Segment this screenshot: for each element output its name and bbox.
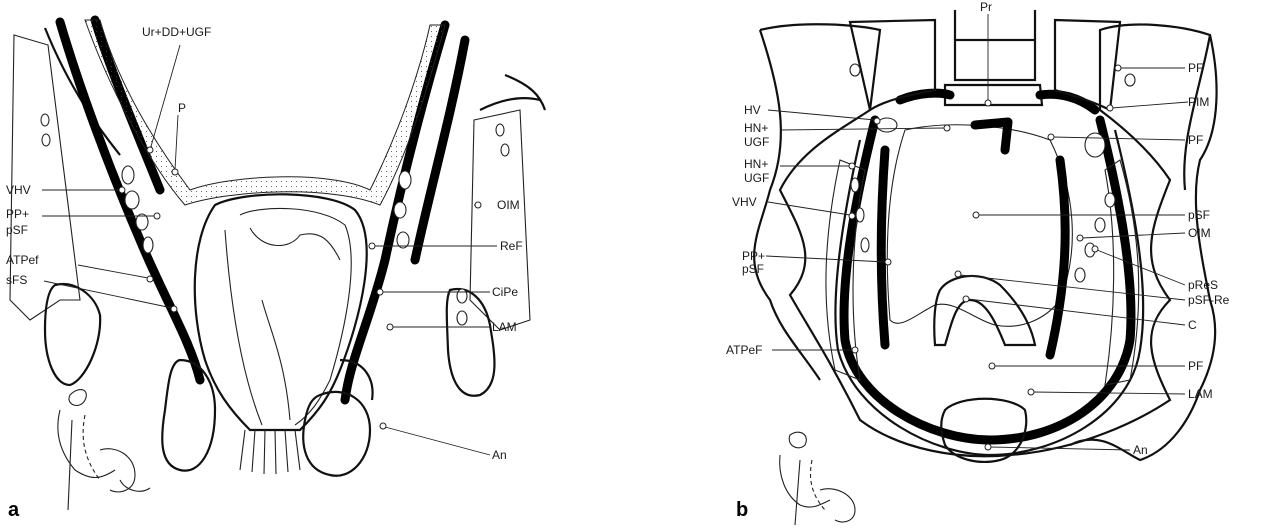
anal-canal-b [941, 399, 1026, 462]
panel-a: Ur+DD+UGF P VHV PP+ pSF ATPef sFS OIM Re… [6, 20, 545, 521]
label-pr-b: Pr [980, 0, 992, 14]
label-vhv-a: VHV [6, 183, 31, 197]
label-psf-b: pSF [1188, 208, 1210, 222]
peritoneum-band-a [85, 20, 445, 205]
label-sfs-a: sFS [6, 273, 27, 287]
panel-b: Pr HV HN+ UGF HN+ UGF VHV PP+ pSF ATPeF … [726, 0, 1230, 525]
label-vhv-b: VHV [732, 195, 757, 209]
label-hn2-b: HN+ [744, 157, 768, 171]
label-psf-a: pSF [6, 223, 28, 237]
label-oim-a: OIM [497, 198, 520, 212]
label-pim-b: PIM [1188, 95, 1209, 109]
label-atpef-a: ATPef [6, 253, 39, 267]
label-c-b: C [1188, 318, 1197, 332]
inset-sketch-b [780, 432, 855, 525]
label-oim-b: OIM [1188, 226, 1211, 240]
label-atpef-b: ATPeF [726, 343, 762, 357]
label-pp-b: PP+ [742, 249, 765, 263]
label-ur-dd-ugf-a: Ur+DD+UGF [142, 25, 211, 39]
left-bone-a [45, 284, 100, 385]
sphincter-left-a [162, 360, 215, 471]
label-cipe-a: CiPe [492, 285, 518, 299]
label-hv-b: HV [744, 103, 761, 117]
label-hn1-b: HN+ [744, 121, 768, 135]
label-ugf2-b: UGF [744, 171, 769, 185]
pubic-symphysis-b [945, 85, 1042, 105]
label-pf-top-b: PF [1188, 61, 1203, 75]
label-lam-a: LAM [492, 320, 517, 334]
label-pp-a: PP+ [6, 207, 29, 221]
inset-sketch-a [58, 390, 150, 510]
label-ugf1-b: UGF [744, 135, 769, 149]
label-ref-a: ReF [500, 239, 523, 253]
leaders-a [42, 45, 497, 455]
label-an-a: An [492, 448, 507, 462]
panel-letter-b: b [736, 499, 748, 521]
label-psf-left-b: pSF [742, 262, 764, 276]
label-lam-b: LAM [1188, 387, 1213, 401]
panel-letter-a: a [8, 499, 20, 521]
prostate-mass-b [887, 125, 1072, 326]
pubic-bone-top-b [955, 40, 1035, 80]
label-p-a: P [178, 101, 186, 115]
rectum-cut-b [934, 276, 1035, 345]
label-pres-b: pReS [1188, 278, 1218, 292]
label-pf-low-b: PF [1188, 359, 1203, 373]
label-psf-re-b: pSF-Re [1188, 293, 1230, 307]
label-pf-mid-b: PF [1188, 133, 1203, 147]
label-an-b: An [1133, 443, 1148, 457]
right-bone-a [447, 289, 495, 396]
sphincter-right-a [303, 392, 370, 476]
rectum-a [195, 194, 367, 430]
